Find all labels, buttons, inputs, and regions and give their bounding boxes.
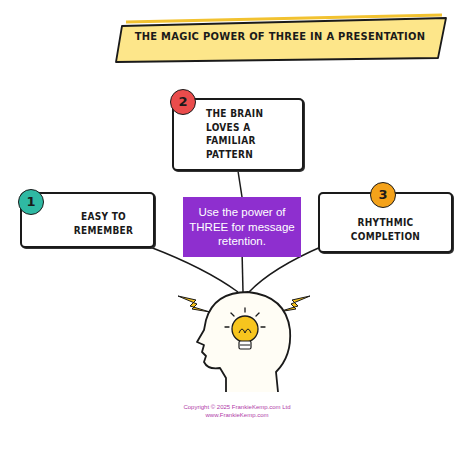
bulb-filament	[239, 329, 251, 333]
title-banner	[116, 18, 446, 62]
box-label: EASY TO REMEMBER	[62, 210, 145, 237]
callout-box: Use the power of THREE for message reten…	[183, 197, 301, 257]
banner-highlight	[126, 15, 442, 22]
copyright-note: Copyright © 2025 FrankieKemp.com Ltd	[0, 404, 474, 410]
process-box: 2THE BRAIN LOVES A FAMILIAR PATTERN	[172, 98, 304, 171]
process-box: 1EASY TO REMEMBER	[20, 192, 155, 248]
head-outline	[197, 292, 290, 392]
bulb-base-line	[240, 345, 250, 346]
connector-line	[238, 171, 242, 197]
copyright-note: www.FrankieKemp.com	[0, 412, 474, 418]
title: THE MAGIC POWER OF THREE IN A PRESENTATI…	[130, 30, 430, 43]
callout-text: Use the power of THREE for message reten…	[189, 205, 295, 248]
box-label: THE BRAIN LOVES A FAMILIAR PATTERN	[206, 107, 294, 161]
callout-number: 1	[18, 189, 44, 215]
callout-number: 3	[370, 182, 396, 208]
bulb-base	[239, 341, 251, 349]
callout-number: 2	[170, 89, 196, 115]
lightning-bolt	[178, 296, 210, 312]
box-label: RHYTHMIC COMPLETION	[328, 216, 443, 243]
process-box: 3RHYTHMIC COMPLETION	[318, 192, 453, 253]
lightbulb	[232, 316, 258, 342]
bulb-rays	[225, 308, 265, 327]
connector	[238, 171, 242, 197]
